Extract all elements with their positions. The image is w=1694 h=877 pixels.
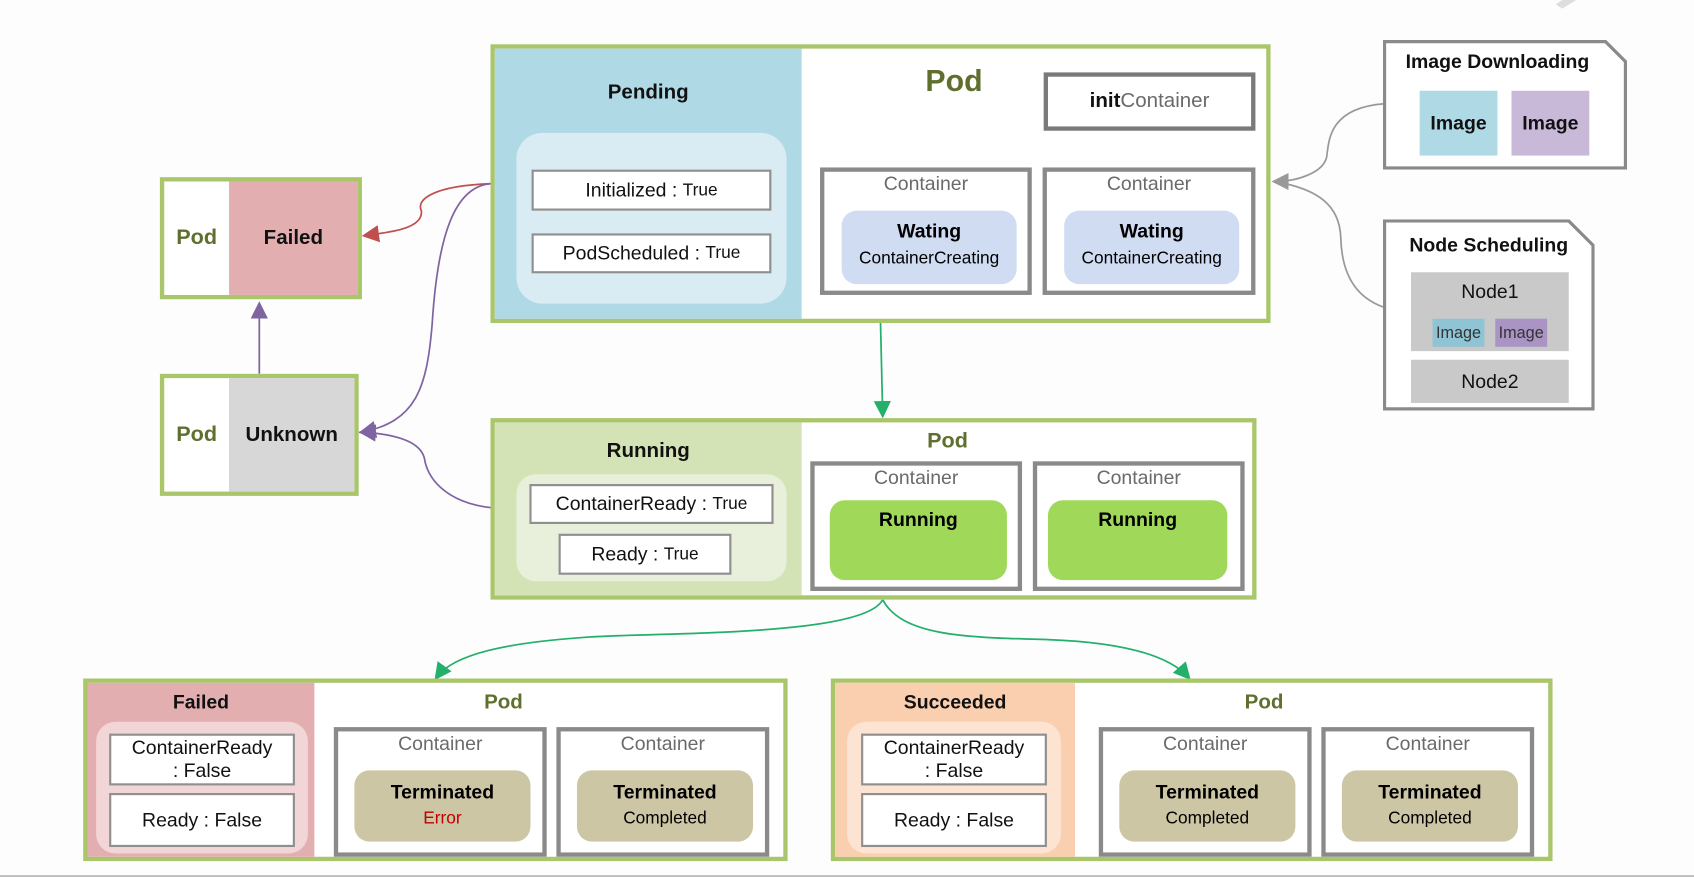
pending-pod: Pending Initialized : True PodScheduled …	[490, 44, 1271, 324]
image-sticky-blue: Image	[1419, 90, 1498, 156]
running-phase-panel: Running ContainerReady : True Ready : Tr…	[494, 422, 802, 596]
arrow-running-to-failed	[434, 599, 884, 681]
corner-decoration	[1555, 0, 1577, 9]
arrow-pending-to-unknown	[358, 182, 492, 438]
arrow-image-to-pod	[1271, 102, 1385, 191]
phase-pending: Pending	[607, 81, 689, 104]
conditions-panel: Initialized : True PodScheduled : True	[516, 132, 787, 304]
container-box: Container Wating ContainerCreating	[1042, 167, 1256, 295]
pod-label: Pod	[176, 422, 218, 447]
note-title: Image Downloading	[1405, 50, 1590, 73]
arrow-running-to-succeeded	[881, 599, 1191, 681]
phase-unknown: Unknown	[229, 378, 355, 492]
failed-phase-panel: Failed ContainerReady: False Ready : Fal…	[87, 682, 315, 857]
container-title: Container	[398, 732, 483, 755]
succeeded-pod: Succeeded ContainerReady: False Ready : …	[830, 678, 1553, 862]
state-terminated: Terminated Error	[354, 770, 531, 842]
condition-containerready: ContainerReady: False	[109, 733, 295, 786]
state-waiting: Wating ContainerCreating	[1064, 210, 1240, 285]
container-title: Container	[1106, 172, 1192, 195]
arrow-pod-to-node	[1274, 180, 1412, 320]
node-image-purple: Image	[1495, 318, 1548, 347]
pod-label: Pod	[176, 225, 218, 250]
container-box: Container Running	[810, 461, 1023, 591]
container-box: Container Wating ContainerCreating	[820, 167, 1032, 295]
container-title: Container	[1096, 466, 1181, 489]
failed-pod-small: Pod Failed	[159, 177, 362, 300]
failed-pod: Failed ContainerReady: False Ready : Fal…	[83, 678, 788, 862]
condition-podscheduled: PodScheduled : True	[531, 233, 772, 274]
condition-initialized: Initialized : True	[531, 169, 772, 211]
state-terminated: Terminated Completed	[1341, 770, 1518, 842]
running-pod: Running ContainerReady : True Ready : Tr…	[490, 418, 1257, 600]
image-sticky-purple: Image	[1511, 90, 1590, 156]
condition-ready: Ready : False	[861, 793, 1047, 848]
container-title: Container	[1163, 732, 1248, 755]
container-box: Container Terminated Completed	[1098, 727, 1312, 857]
state-running: Running	[1047, 500, 1228, 581]
conditions-panel: ContainerReady: False Ready : False	[847, 721, 1061, 854]
condition-ready: Ready : True	[558, 533, 732, 575]
condition-ready: Ready : False	[109, 793, 295, 848]
pod-label: Pod	[1244, 691, 1284, 715]
container-box: Container Terminated Completed	[556, 727, 770, 857]
pod-label: Pod	[484, 691, 523, 715]
pod-label: Pod	[925, 63, 983, 98]
arrow-pending-to-failed	[361, 182, 492, 243]
container-box: Container Running	[1032, 461, 1245, 591]
node-scheduling-note: Node Scheduling Node1 Image Image Node2	[1382, 219, 1595, 411]
phase-running: Running	[606, 439, 690, 463]
pending-phase-panel: Pending Initialized : True PodScheduled …	[494, 48, 802, 319]
container-title: Container	[883, 172, 969, 195]
container-title: Container	[620, 732, 705, 755]
container-box: Container Terminated Error	[333, 727, 547, 857]
succeeded-phase-panel: Succeeded ContainerReady: False Ready : …	[835, 682, 1075, 857]
state-running: Running	[829, 500, 1007, 581]
unknown-pod-small: Pod Unknown	[159, 373, 359, 496]
init-container: initContainer	[1043, 72, 1256, 131]
node-2: Node2	[1411, 359, 1569, 403]
note-title: Node Scheduling	[1409, 234, 1569, 257]
arrow-pending-to-running	[873, 323, 892, 419]
state-terminated: Terminated Completed	[1119, 770, 1296, 842]
pod-label: Pod	[927, 428, 968, 453]
state-terminated: Terminated Completed	[576, 770, 754, 842]
condition-containerready: ContainerReady: False	[861, 733, 1047, 786]
reason-error: Error	[423, 809, 462, 828]
conditions-panel: ContainerReady: False Ready : False	[96, 721, 308, 854]
container-title: Container	[874, 466, 959, 489]
state-waiting: Wating ContainerCreating	[841, 210, 1017, 285]
container-box: Container Terminated Completed	[1321, 727, 1535, 857]
phase-succeeded: Succeeded	[903, 691, 1007, 714]
condition-containerready: ContainerReady : True	[529, 484, 774, 524]
phase-failed: Failed	[229, 181, 358, 295]
conditions-panel: ContainerReady : True Ready : True	[516, 474, 787, 582]
container-title: Container	[1385, 732, 1470, 755]
node-1: Node1 Image Image	[1411, 272, 1569, 352]
phase-failed: Failed	[172, 691, 230, 714]
node-image-blue: Image	[1432, 318, 1485, 347]
node-name: Node1	[1461, 280, 1519, 303]
arrow-running-to-unknown	[358, 424, 492, 509]
image-downloading-note: Image Downloading Image Image	[1382, 39, 1628, 170]
